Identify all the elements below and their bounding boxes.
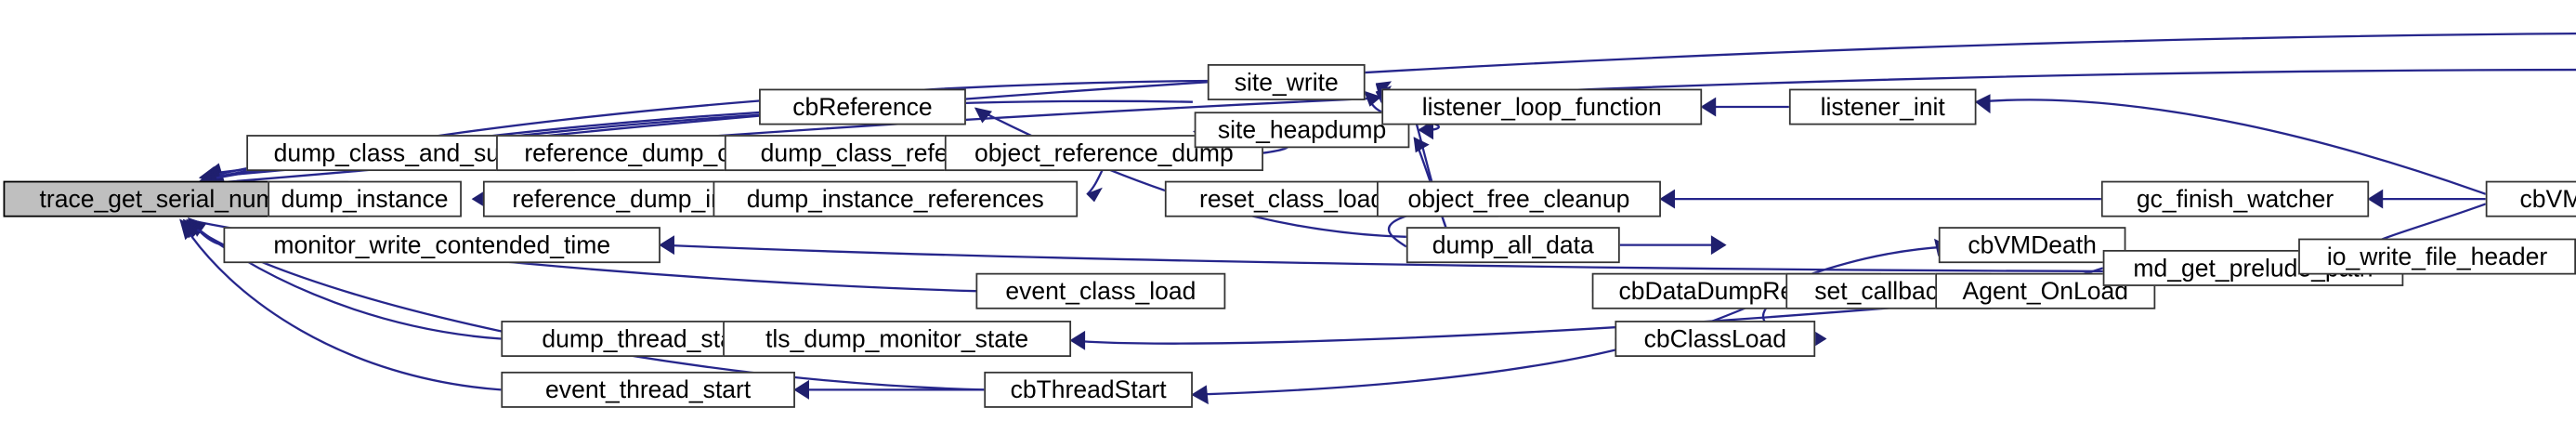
node-label: monitor_write_contended_time <box>273 230 611 259</box>
node-label: Agent_OnLoad <box>1962 277 2129 306</box>
node-label: site_write <box>1234 68 1339 97</box>
node-label: object_free_cleanup <box>1407 185 1630 214</box>
node-label: dump_thread_state <box>542 324 754 353</box>
node-site-heapdump[interactable]: site_heapdump <box>1194 112 1410 149</box>
node-listener-loop-function[interactable]: listener_loop_function <box>1381 88 1703 125</box>
node-site-write[interactable]: site_write <box>1207 64 1366 100</box>
node-label: dump_instance_references <box>746 185 1044 214</box>
node-tls-dump-monitor-state[interactable]: tls_dump_monitor_state <box>723 321 1072 357</box>
node-dump-instance-references[interactable]: dump_instance_references <box>713 180 1079 217</box>
node-cb-thread-start[interactable]: cbThreadStart <box>984 371 1193 408</box>
node-cb-vm-death[interactable]: cbVMDeath <box>1938 227 2126 264</box>
node-label: cbReference <box>792 92 933 122</box>
node-label: trace_get_serial_number <box>39 185 312 214</box>
node-label: site_heapdump <box>1217 115 1387 144</box>
node-label: cbThreadStart <box>1010 375 1167 404</box>
node-monitor-write-contended-time[interactable]: monitor_write_contended_time <box>223 227 660 264</box>
node-label: dump_instance <box>281 185 449 214</box>
node-label: dump_all_data <box>1432 230 1594 259</box>
node-label: listener_init <box>1820 92 1945 122</box>
node-cb-vm-init[interactable]: cbVMInit <box>2485 180 2576 217</box>
node-label: tls_dump_monitor_state <box>765 324 1029 353</box>
node-label: cbVMDeath <box>1968 230 2097 259</box>
node-dump-instance[interactable]: dump_instance <box>268 180 462 217</box>
node-listener-init[interactable]: listener_init <box>1788 88 1977 125</box>
node-dump-all-data[interactable]: dump_all_data <box>1406 227 1620 264</box>
node-cb-reference[interactable]: cbReference <box>759 88 966 125</box>
node-label: object_reference_dump <box>974 138 1234 167</box>
node-object-free-cleanup[interactable]: object_free_cleanup <box>1376 180 1661 217</box>
node-gc-finish-watcher[interactable]: gc_finish_watcher <box>2100 180 2370 217</box>
node-label: cbClassLoad <box>1643 324 1786 353</box>
node-cb-class-load[interactable]: cbClassLoad <box>1615 321 1816 357</box>
node-label: event_thread_start <box>545 375 752 404</box>
node-event-thread-start[interactable]: event_thread_start <box>501 371 795 408</box>
node-label: gc_finish_watcher <box>2136 185 2334 214</box>
node-label: listener_loop_function <box>1421 92 1662 122</box>
node-io-write-file-header[interactable]: io_write_file_header <box>2298 238 2576 275</box>
node-event-class-load[interactable]: event_class_load <box>975 272 1226 309</box>
node-label: io_write_file_header <box>2326 243 2548 271</box>
node-label: event_class_load <box>1005 277 1196 306</box>
node-label: cbVMInit <box>2519 185 2576 214</box>
